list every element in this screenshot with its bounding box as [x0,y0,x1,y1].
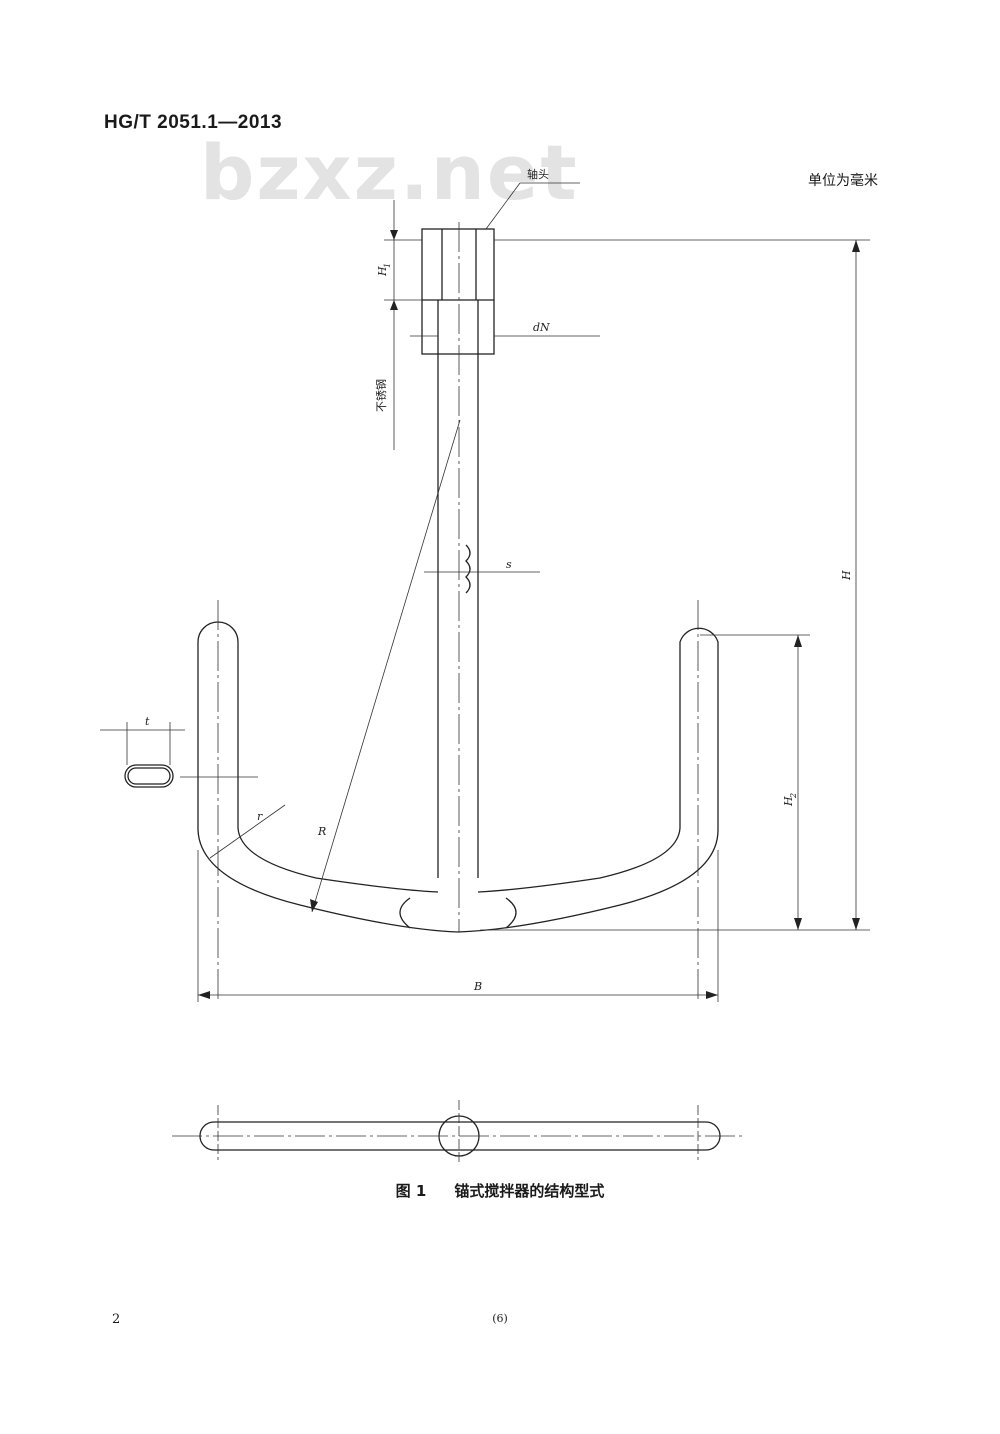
figure-number: 图 1 [395,1182,427,1200]
label-b: B [473,980,482,993]
label-h: H [840,570,853,581]
standard-code: HG/T 2051.1—2013 [104,112,283,133]
base-weld-left [399,897,411,929]
label-small-r: r [257,810,263,823]
label-s: s [506,558,512,571]
figure-caption: 图 1 锚式搅拌器的结构型式 [0,1180,1000,1201]
anchor-inner [197,621,439,893]
label-h2-sub: 2 [789,793,798,799]
anchor-outer [197,627,719,933]
label-stainless: 不锈钢 [375,379,388,412]
label-h1-sub: 1 [383,263,392,268]
watermark: bzxz.net [200,128,579,217]
label-dn: dN [533,321,550,334]
label-h1: H [376,266,389,277]
label-r: R [317,825,326,838]
print-number: (6) [492,1312,508,1325]
tube-section [124,764,174,788]
hub-box [421,228,495,355]
page-number: 2 [112,1312,121,1327]
label-h2: H [782,796,795,807]
label-shaft-head: 轴头 [527,167,549,181]
base-weld-right [505,897,517,929]
unit-note: 单位为毫米 [808,173,878,189]
figure-title: 锚式搅拌器的结构型式 [454,1182,605,1200]
shaft-weld [465,544,471,594]
label-t: t [145,715,150,728]
